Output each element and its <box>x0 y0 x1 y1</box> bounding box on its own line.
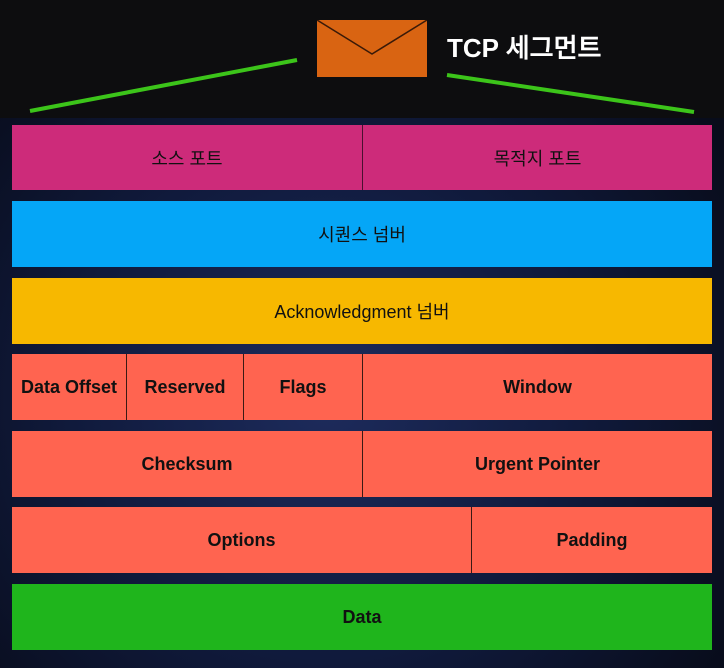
field-window-label: Window <box>503 376 572 397</box>
row-ack: Acknowledgment 넘버 <box>12 278 712 344</box>
field-data-offset-label: Data Offset <box>20 376 118 397</box>
field-data-offset: Data Offset <box>12 354 127 420</box>
row-checksum: Checksum Urgent Pointer <box>12 431 712 497</box>
field-checksum-label: Checksum <box>141 453 233 474</box>
field-data-label: Data <box>342 606 382 627</box>
row-data: Data <box>12 584 712 650</box>
field-source-port: 소스 포트 <box>12 125 363 190</box>
field-flags: Flags <box>244 354 363 420</box>
field-options-label: Options <box>207 529 276 550</box>
field-checksum: Checksum <box>12 431 363 497</box>
field-window: Window <box>363 354 712 420</box>
connector-line-left <box>29 58 298 113</box>
field-padding: Padding <box>472 507 712 573</box>
connector-line-right <box>446 73 695 114</box>
field-urgent-pointer: Urgent Pointer <box>363 431 712 497</box>
diagram-title: TCP 세그먼트 <box>447 33 602 63</box>
field-flags-label: Flags <box>279 376 327 397</box>
field-dest-port-label: 목적지 포트 <box>493 148 582 169</box>
field-sequence-number: 시퀀스 넘버 <box>12 201 712 267</box>
envelope-icon <box>317 20 427 77</box>
row-control: Data Offset Reserved Flags Window <box>12 354 712 420</box>
row-sequence: 시퀀스 넘버 <box>12 201 712 267</box>
field-reserved: Reserved <box>127 354 244 420</box>
row-ports: 소스 포트 목적지 포트 <box>12 125 712 190</box>
row-options: Options Padding <box>12 507 712 573</box>
field-ack-number: Acknowledgment 넘버 <box>12 278 712 344</box>
field-urgent-pointer-label: Urgent Pointer <box>474 453 600 474</box>
field-sequence-number-label: 시퀀스 넘버 <box>318 225 406 245</box>
field-reserved-label: Reserved <box>144 376 226 397</box>
connector-lines <box>29 58 695 114</box>
field-ack-number-label: Acknowledgment 넘버 <box>274 302 450 322</box>
field-source-port-label: 소스 포트 <box>151 148 223 169</box>
field-data: Data <box>12 584 712 650</box>
field-padding-label: Padding <box>556 529 628 550</box>
field-dest-port: 목적지 포트 <box>363 125 712 190</box>
field-options: Options <box>12 507 472 573</box>
